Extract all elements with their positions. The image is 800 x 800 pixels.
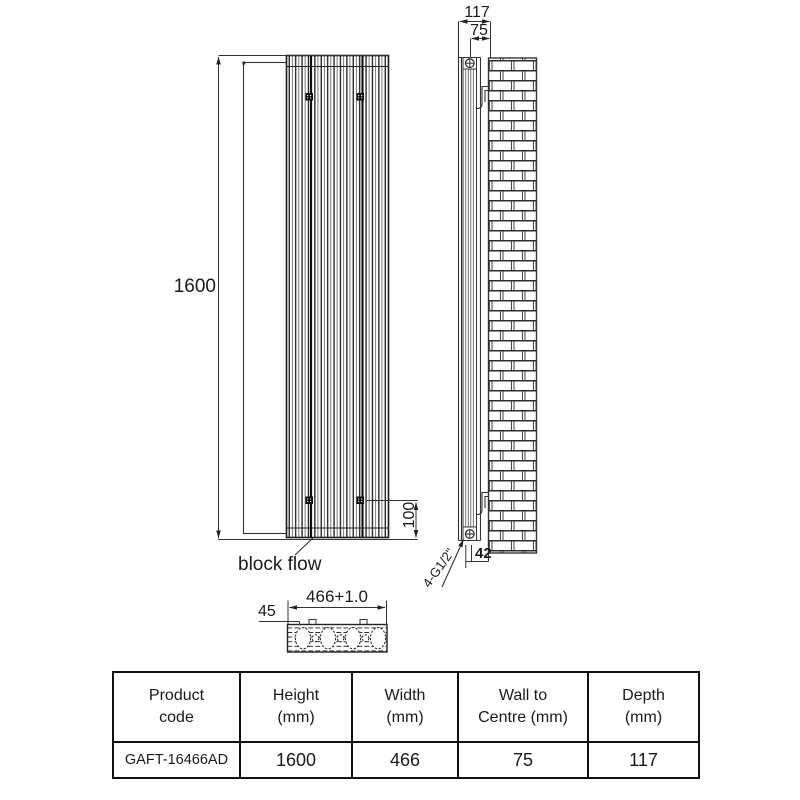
wall-hook-top <box>476 85 489 110</box>
radiator-side-profile <box>457 21 482 542</box>
radiator-panel-fins <box>285 54 390 539</box>
height-dimension-label: 1600 <box>173 276 216 297</box>
section-depth-label: 45 <box>258 603 276 620</box>
section-extension-lines <box>259 600 387 626</box>
depth-dimension-label: 117 <box>464 4 490 21</box>
header-product-code: Product code <box>112 671 241 743</box>
cell-wall-to-centre: 75 <box>457 741 589 779</box>
bottom-valve <box>462 526 477 541</box>
cell-width: 466 <box>351 741 459 779</box>
top-valve <box>462 57 477 70</box>
wall-gap-dimension-label: 42 <box>475 545 492 562</box>
cell-height: 1600 <box>239 741 353 779</box>
connections-leader-line <box>441 539 465 588</box>
block-flow-label: block flow <box>238 554 322 575</box>
brick-wall <box>487 57 538 554</box>
wall-to-centre-dimension-label: 75 <box>470 22 488 39</box>
header-wall-to-centre: Wall to Centre (mm) <box>457 671 589 743</box>
header-height: Height (mm) <box>239 671 353 743</box>
side-view <box>441 19 538 588</box>
table-data-row: GAFT-16466AD 1600 466 75 117 <box>112 741 700 779</box>
section-view <box>259 600 388 653</box>
tube-column <box>462 68 477 528</box>
block-flow-leader-line <box>294 537 314 556</box>
table-header-row: Product code Height (mm) Width (mm) Wall… <box>112 671 700 743</box>
section-width-label: 466+1.0 <box>306 587 368 606</box>
specification-table: Product code Height (mm) Width (mm) Wall… <box>112 671 700 779</box>
header-width: Width (mm) <box>351 671 459 743</box>
wall-hook-bottom <box>476 491 489 516</box>
cell-product-code: GAFT-16466AD <box>112 741 241 779</box>
cell-depth: 117 <box>587 741 700 779</box>
front-view <box>216 54 419 556</box>
tube-cross-sections <box>294 627 387 650</box>
header-depth: Depth (mm) <box>587 671 700 743</box>
side-extension-lines <box>465 21 491 568</box>
extension-lines <box>218 55 418 540</box>
bottom-offset-dimension-label: 100 <box>401 501 418 529</box>
